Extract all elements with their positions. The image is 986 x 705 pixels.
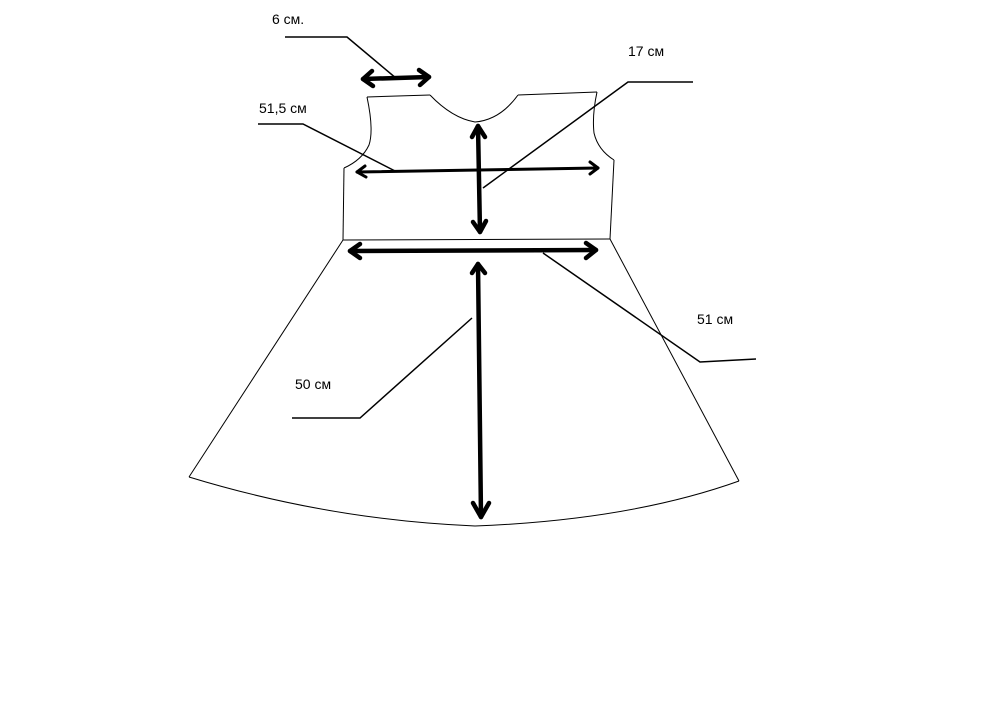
skirt-left-side [188, 239, 344, 478]
bodice-left-shoulder [366, 94, 431, 98]
waist-width-arrow [347, 240, 599, 261]
skirt-hem [188, 476, 740, 527]
bodice-length-arrow [469, 123, 489, 235]
bodice-right-armhole [592, 91, 615, 161]
bodice-right-shoulder [517, 91, 598, 96]
bodice-length-leader-line [482, 81, 693, 189]
skirt-outline [188, 238, 740, 527]
bodice-waistline [342, 238, 611, 241]
skirt-length-arrow [469, 261, 492, 520]
bodice-right-side [609, 159, 615, 240]
skirt-right-side [609, 238, 740, 482]
waist-leader-line [542, 252, 757, 363]
bodice-left-side [342, 167, 345, 241]
skirt-length-label: 50 см [295, 376, 331, 392]
chest-label: 51,5 см [259, 100, 307, 116]
shoulder-label: 6 см. [272, 11, 304, 27]
bodice-outline [342, 91, 615, 241]
bodice-left-armhole [343, 96, 372, 169]
shoulder-leader-line [285, 36, 398, 80]
chest-leader-line [258, 123, 398, 173]
skirt-length-leader-line [292, 317, 473, 419]
bodice-length-label: 17 см [628, 43, 664, 59]
bodice-neckline [429, 94, 519, 123]
waist-label: 51 см [697, 311, 733, 327]
